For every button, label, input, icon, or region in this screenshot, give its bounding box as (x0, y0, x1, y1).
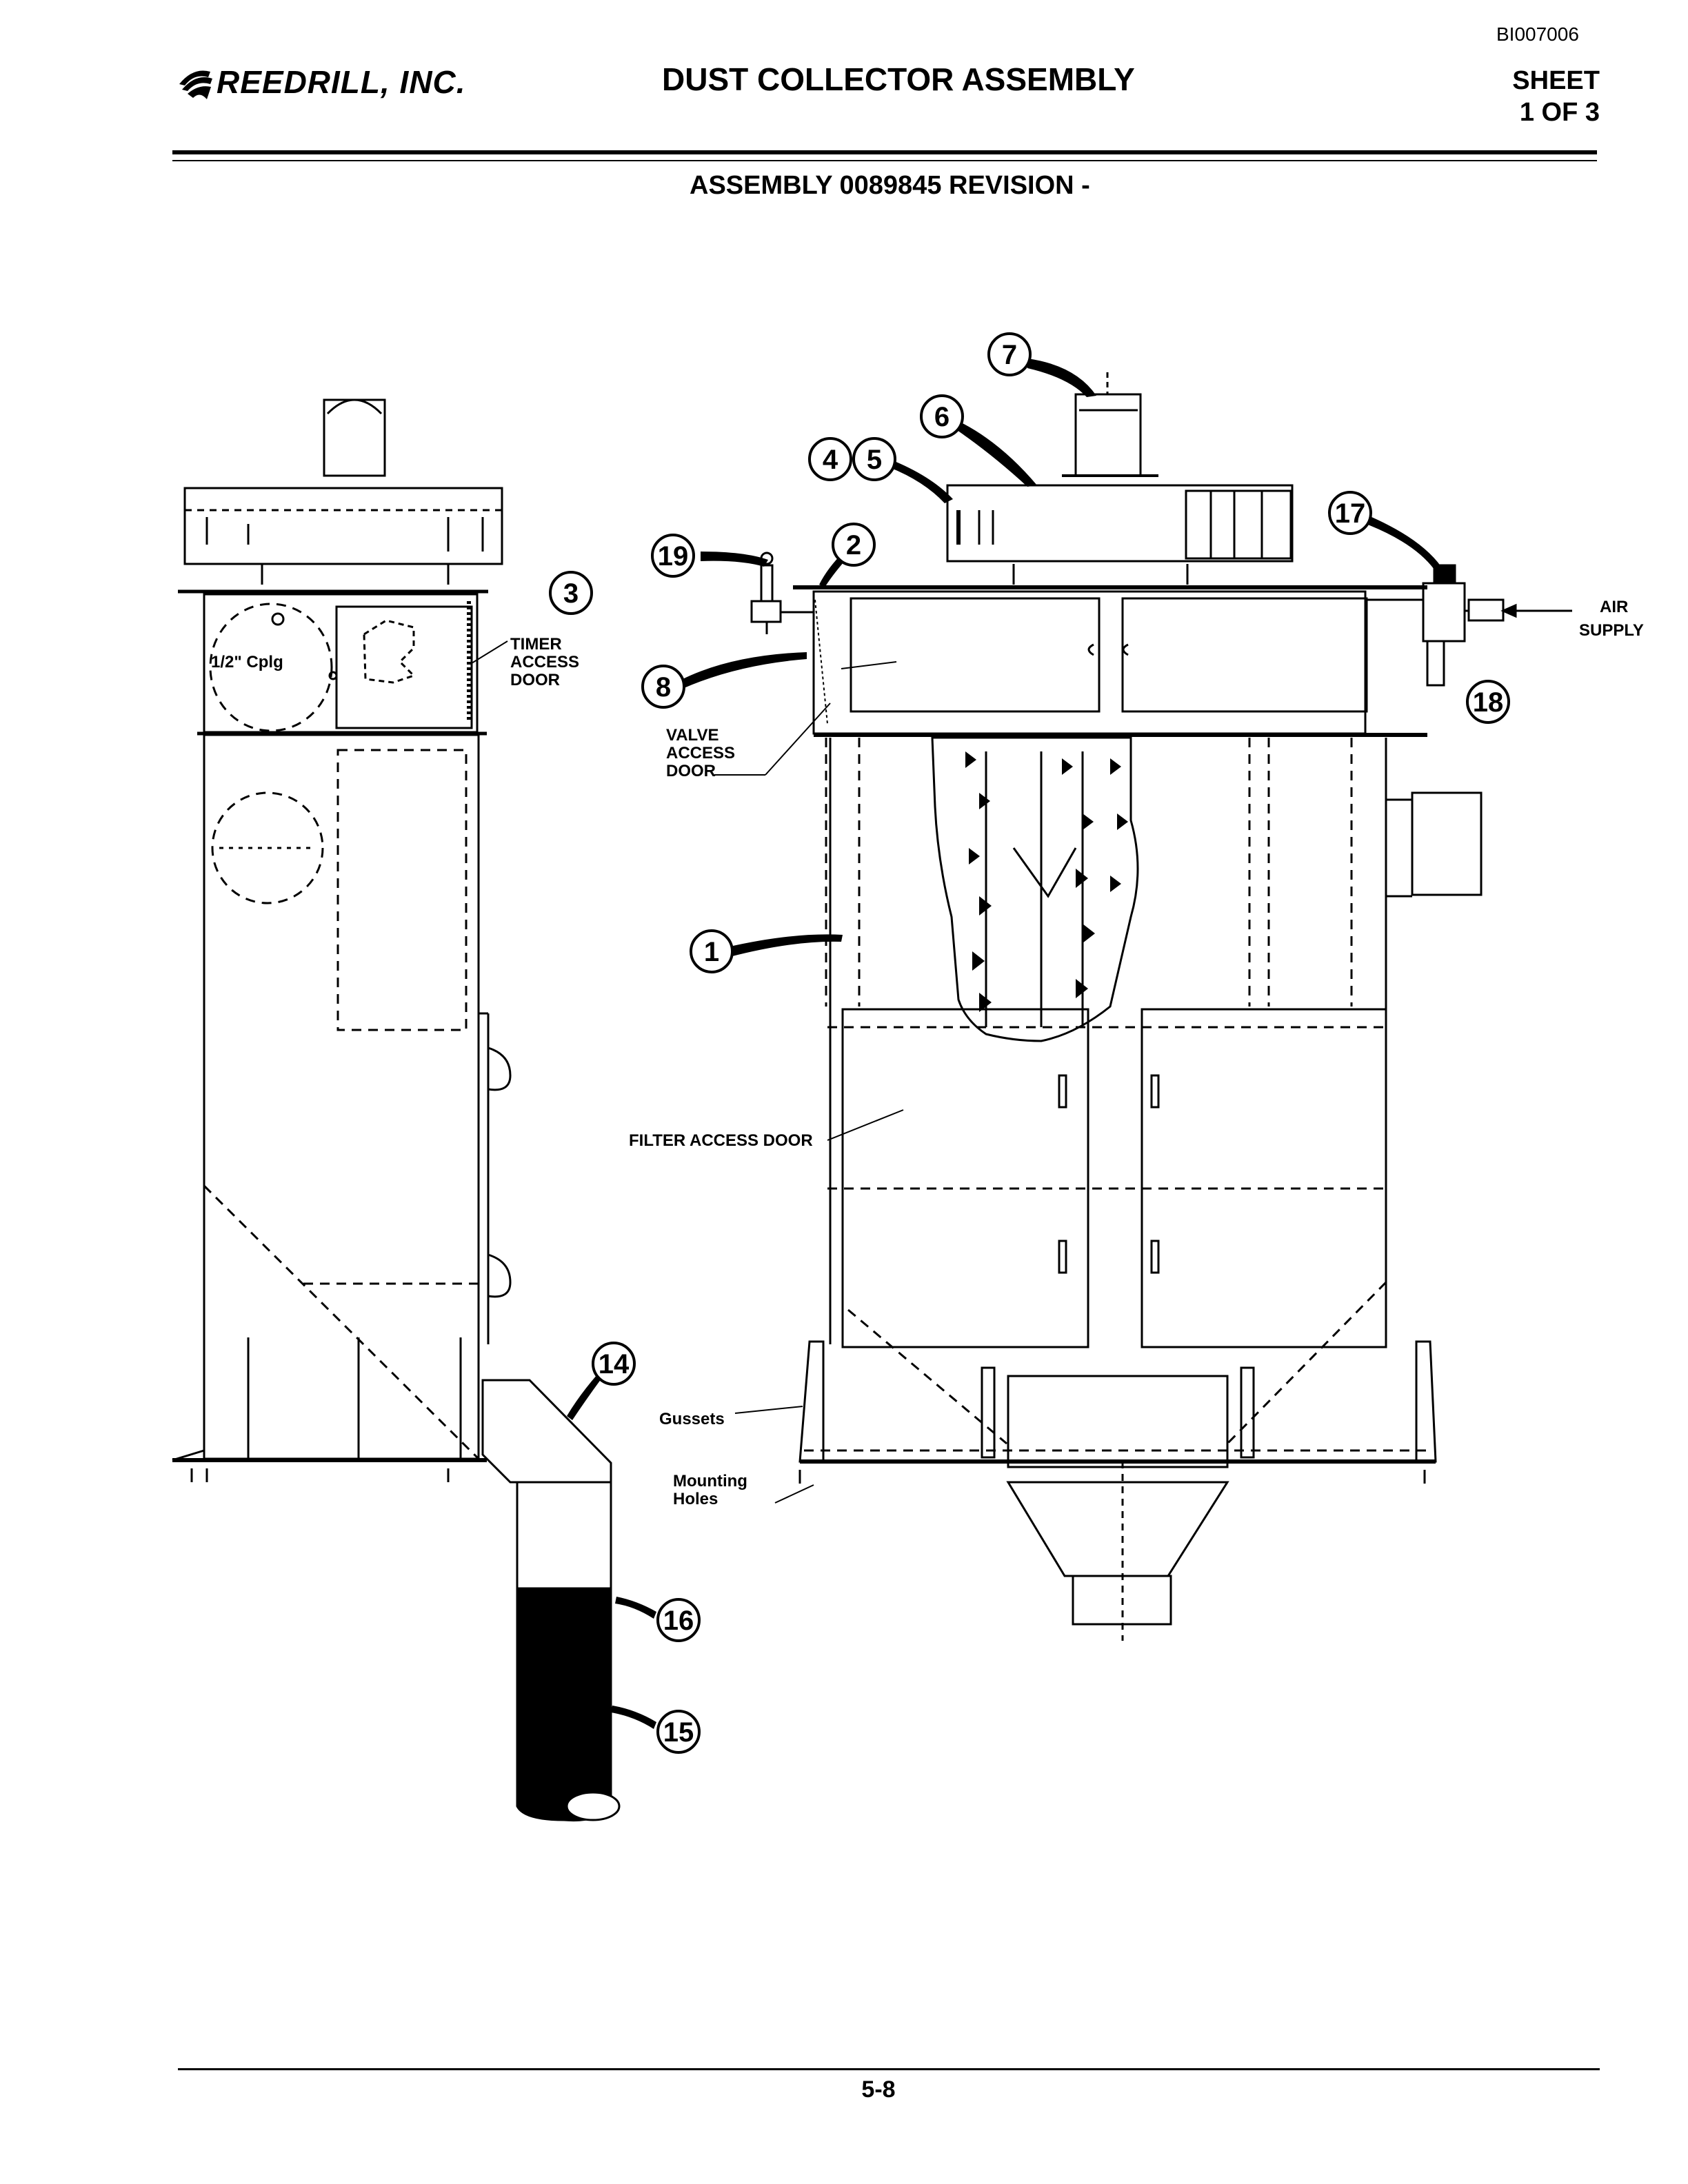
air-supply-label-1: AIR (1600, 598, 1628, 616)
header-rule-thin (172, 160, 1597, 161)
air-supply-label-2: SUPPLY (1579, 621, 1644, 640)
callout-5: 5 (852, 437, 896, 481)
valve-label-2: ACCESS (666, 744, 735, 762)
callout-18-text: 18 (1473, 687, 1504, 718)
callout-19: 19 (651, 534, 695, 578)
timer-label-2: ACCESS (510, 653, 579, 671)
page-number: 5-8 (861, 2076, 896, 2103)
footer-rule (178, 2068, 1600, 2070)
callout-7-text: 7 (1002, 340, 1017, 370)
valve-label-3: DOOR (666, 762, 716, 780)
page-title: DUST COLLECTOR ASSEMBLY (662, 61, 1135, 97)
company-logo: REEDRILL, INC. (172, 63, 490, 105)
document-id: BI007006 (1496, 23, 1579, 45)
reedrill-logo-icon (179, 70, 212, 99)
callout-3-text: 3 (563, 578, 579, 609)
discharge-chute (481, 1379, 621, 1822)
callout-6-text: 6 (934, 402, 950, 432)
filter-access-door-label: FILTER ACCESS DOOR (629, 1131, 813, 1150)
timer-label-1: TIMER (510, 635, 562, 654)
sheet-label: SHEET (1512, 66, 1600, 95)
mounting-holes-label-1: Mounting (673, 1472, 747, 1490)
valve-label-1: VALVE (666, 726, 719, 745)
callout-2-text: 2 (846, 530, 861, 560)
callout-leaders (567, 358, 1441, 1729)
callout-1-text: 1 (704, 937, 719, 967)
gussets-label: Gussets (659, 1410, 725, 1428)
callout-7: 7 (987, 332, 1032, 376)
callout-3: 3 (549, 571, 593, 615)
annotations: 1/2" Cplg TIMER ACCESS DOOR VALVE ACCESS… (211, 598, 1644, 1508)
timer-label-3: DOOR (510, 671, 560, 689)
callout-18: 18 (1466, 680, 1510, 724)
callout-bubbles: 7 6 4 5 17 19 2 3 8 18 1 14 16 15 (549, 332, 1510, 1754)
callout-4-text: 4 (823, 445, 838, 475)
callout-17: 17 (1328, 491, 1372, 535)
callout-5-text: 5 (867, 445, 882, 475)
callout-19-text: 19 (658, 541, 689, 572)
side-view (172, 398, 512, 1482)
callout-6: 6 (920, 394, 964, 438)
front-view (750, 372, 1572, 1641)
callout-2: 2 (832, 523, 876, 567)
callout-16: 16 (656, 1598, 701, 1642)
mounting-holes-label-2: Holes (673, 1490, 718, 1508)
callout-17-text: 17 (1335, 498, 1366, 529)
sheet-indicator: SHEET 1 OF 3 (1483, 65, 1600, 128)
callout-8: 8 (641, 665, 685, 709)
coupling-label: 1/2" Cplg (211, 653, 283, 671)
callout-14-text: 14 (599, 1349, 630, 1379)
callout-15: 15 (656, 1710, 701, 1754)
assembly-line: ASSEMBLY 0089845 REVISION - (690, 171, 1090, 200)
callout-1: 1 (690, 929, 734, 973)
callout-8-text: 8 (656, 672, 671, 702)
callout-14: 14 (592, 1342, 636, 1386)
callout-4: 4 (808, 437, 852, 481)
callout-16-text: 16 (663, 1606, 694, 1636)
callout-15-text: 15 (663, 1717, 694, 1748)
header-rule-thick (172, 150, 1597, 154)
sheet-count: 1 OF 3 (1519, 98, 1600, 127)
company-name: REEDRILL, INC. (217, 64, 466, 100)
